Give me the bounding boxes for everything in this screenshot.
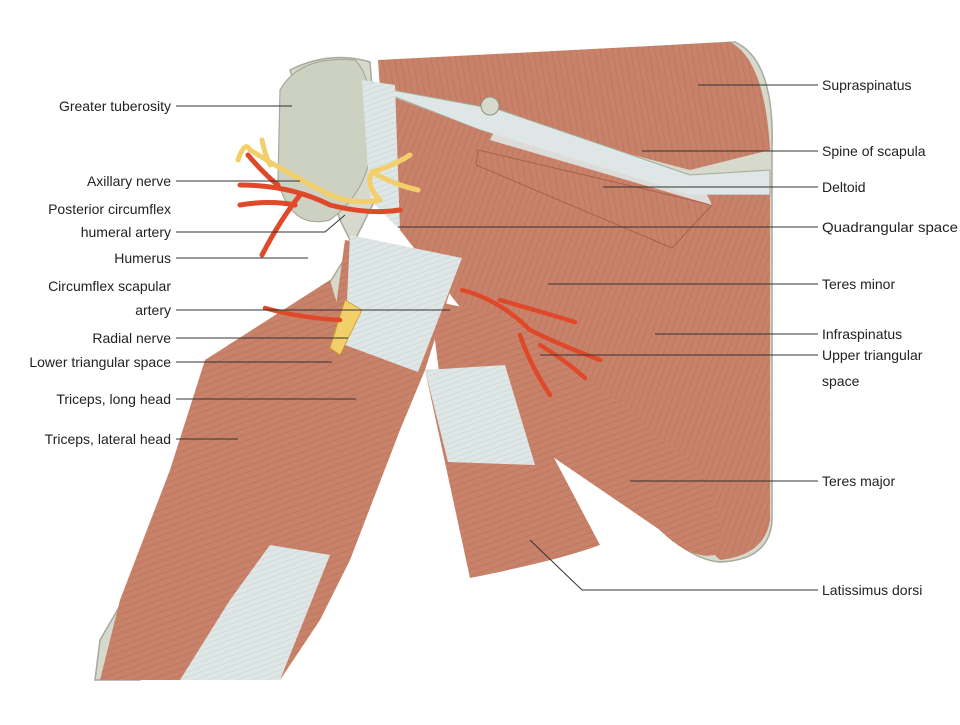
label-latissimus-dorsi: Latissimus dorsi: [822, 582, 922, 598]
label-deltoid: Deltoid: [822, 179, 866, 195]
axillary-nerve: [235, 137, 421, 205]
circumflex-scapular-artery: [262, 287, 603, 398]
label-lower-triangular-space: Lower triangular space: [29, 354, 171, 370]
label-teres-minor: Teres minor: [822, 276, 895, 292]
label-radial-nerve: Radial nerve: [92, 330, 171, 346]
label-axillary-nerve: Axillary nerve: [87, 173, 171, 189]
label-circumflex-scapular-line1: Circumflex scapular: [48, 278, 171, 294]
label-humerus: Humerus: [114, 250, 171, 266]
label-triceps-long-head: Triceps, long head: [56, 391, 171, 407]
label-supraspinatus: Supraspinatus: [822, 77, 912, 93]
label-greater-tuberosity: Greater tuberosity: [59, 98, 171, 114]
label-upper-triangular-line2: space: [822, 373, 860, 389]
label-quadrangular-space: Quadrangular space: [822, 219, 958, 235]
label-triceps-lateral-head: Triceps, lateral head: [45, 431, 171, 447]
radial-nerve-structure: [329, 299, 363, 356]
deltoid-tendon: [490, 120, 712, 205]
label-spine-of-scapula: Spine of scapula: [822, 143, 926, 159]
label-posterior-circumflex-line1: Posterior circumflex: [48, 201, 171, 217]
label-circumflex-scapular-line2: artery: [135, 302, 171, 318]
label-posterior-circumflex-line2: humeral artery: [81, 224, 171, 240]
posterior-circumflex-humeral-artery: [237, 152, 403, 258]
acromion-knob: [480, 96, 500, 116]
label-infraspinatus: Infraspinatus: [822, 326, 902, 342]
label-upper-triangular-line1: Upper triangular: [822, 347, 923, 363]
label-teres-major: Teres major: [822, 473, 895, 489]
